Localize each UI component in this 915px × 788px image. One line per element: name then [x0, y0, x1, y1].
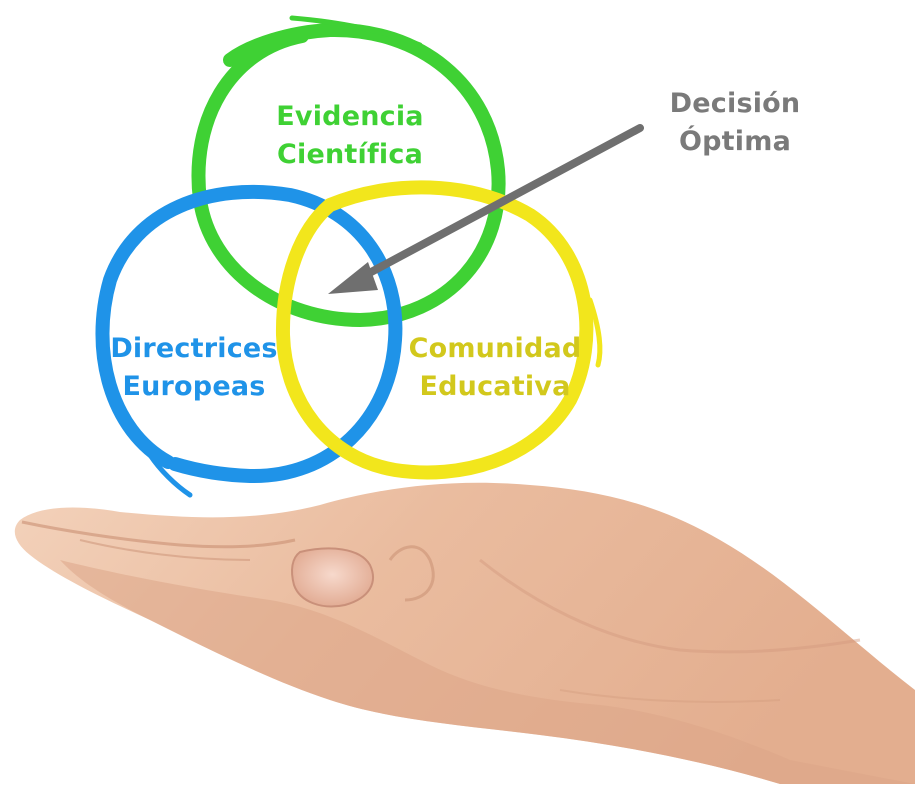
- label-evidencia-cientifica: Evidencia Científica: [250, 98, 450, 174]
- open-hand-image: [14, 482, 915, 784]
- label-comunidad-educativa: Comunidad Educativa: [408, 330, 582, 406]
- decision-optima-arrow: [328, 124, 644, 294]
- label-directrices-line-2: Europeas: [122, 371, 266, 402]
- label-comunidad-line-2: Educativa: [419, 371, 571, 402]
- label-decision-line-2: Óptima: [679, 126, 791, 157]
- circle-directrices-europeas: [95, 185, 403, 498]
- label-directrices-europeas: Directrices Europeas: [108, 330, 280, 406]
- label-decision-line-1: Decisión: [669, 88, 801, 119]
- label-directrices-line-1: Directrices: [110, 333, 278, 364]
- label-evidencia-line-1: Evidencia: [276, 101, 424, 132]
- label-decision-optima: Decisión Óptima: [660, 85, 810, 161]
- label-comunidad-line-1: Comunidad: [408, 333, 582, 364]
- circle-evidencia-cientifica: [191, 15, 506, 328]
- label-evidencia-line-2: Científica: [277, 139, 423, 170]
